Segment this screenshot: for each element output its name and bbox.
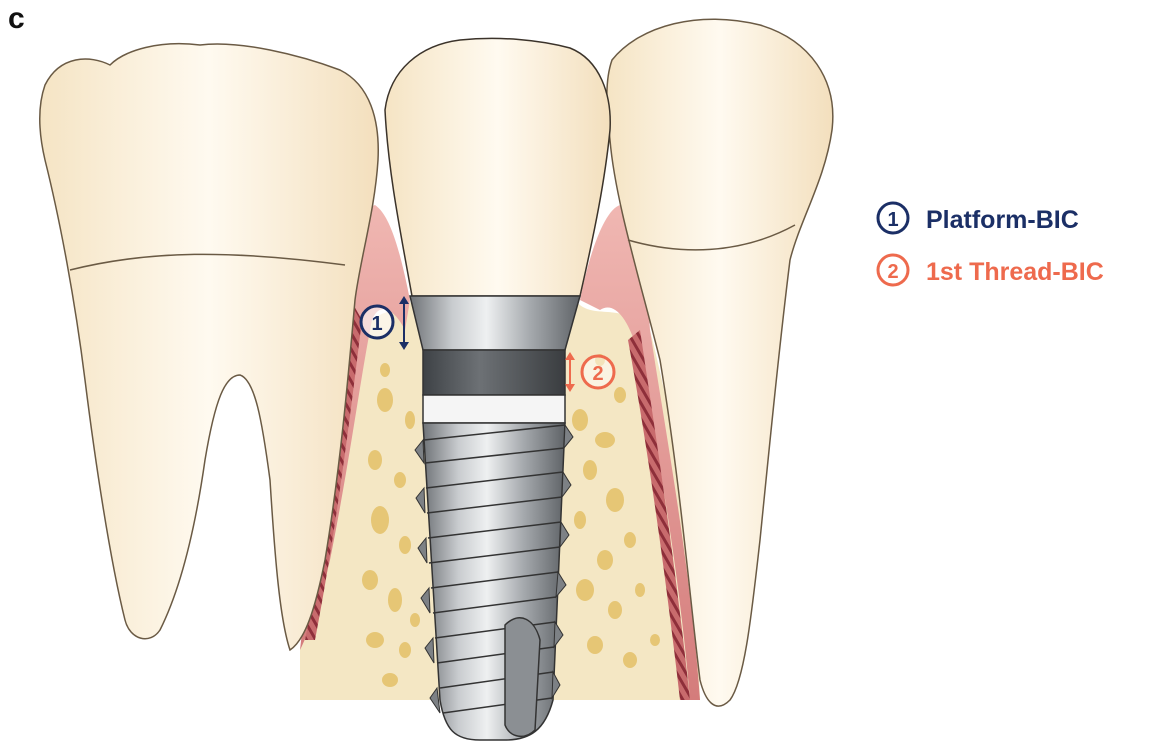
legend-number-1: 1 — [887, 209, 898, 231]
legend-number-2: 2 — [887, 261, 898, 283]
legend-item-platform-bic: 1 Platform-BIC — [878, 203, 1079, 234]
implant-crown — [385, 38, 610, 296]
legend: 1 Platform-BIC 2 1st Thread-BIC — [878, 203, 1104, 286]
platform-bic-number: 1 — [371, 313, 382, 335]
implant-body — [423, 423, 565, 740]
implant-abutment — [410, 296, 580, 350]
legend-item-thread-bic: 2 1st Thread-BIC — [878, 255, 1104, 286]
thread-bic-number: 2 — [592, 363, 603, 385]
implant-cutting-flute — [505, 618, 540, 737]
implant-neck — [423, 395, 565, 423]
legend-label-thread-bic: 1st Thread-BIC — [926, 258, 1104, 286]
implant-collar — [423, 350, 565, 395]
legend-label-platform-bic: Platform-BIC — [926, 206, 1079, 234]
